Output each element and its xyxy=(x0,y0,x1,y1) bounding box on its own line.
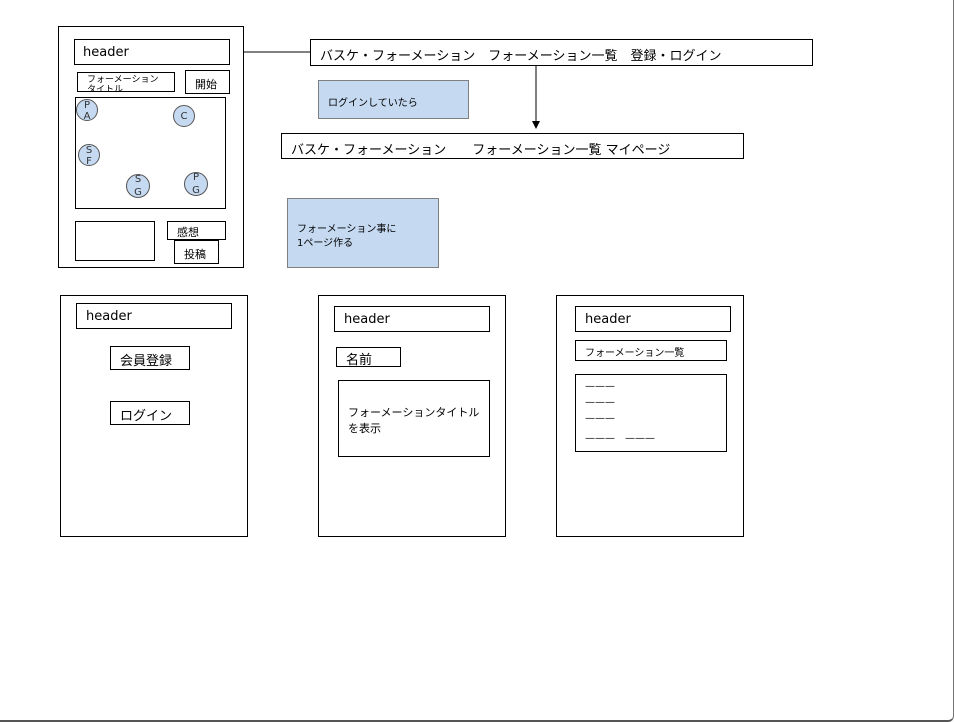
player-pa-label-1: P xyxy=(83,100,91,111)
register-button-label: 会員登録 xyxy=(120,354,173,369)
player-pa[interactable]: P A xyxy=(76,99,98,122)
post-button[interactable]: 投稿 xyxy=(174,240,219,264)
post-button-label: 投稿 xyxy=(184,248,206,261)
player-sg-label-1: S xyxy=(134,174,142,185)
impression-label: 感想 xyxy=(167,221,226,240)
note-per-formation-line2: 1ページ作る xyxy=(297,238,354,249)
player-sg[interactable]: S G xyxy=(126,174,150,198)
mypage-titles-box: フォーメーションタイトル を表示 xyxy=(338,380,490,457)
nav-bar-top-text: バスケ・フォーメーション フォーメーション一覧 登録・ログイン xyxy=(320,49,722,64)
auth-header: header xyxy=(76,303,232,329)
list-item[interactable]: ——— ——— xyxy=(585,433,655,444)
player-pa-label-2: A xyxy=(83,111,91,122)
detail-title-line2: タイトル xyxy=(87,85,124,92)
list-title-text: フォーメーション一覧 xyxy=(585,348,685,359)
name-label-text: 名前 xyxy=(346,353,373,368)
note-logged-in: ログインしていたら xyxy=(318,80,469,119)
note-per-formation: フォーメーション事に 1ページ作る xyxy=(287,198,439,268)
detail-title-label: フォーメーション タイトル xyxy=(77,72,175,92)
impression-label-text: 感想 xyxy=(177,226,199,239)
list-header: header xyxy=(575,306,731,332)
court-area xyxy=(75,97,226,209)
comment-input[interactable] xyxy=(75,221,155,261)
login-button[interactable]: ログイン xyxy=(110,401,190,425)
list-header-text: header xyxy=(585,312,631,327)
formation-list: ——— ——— ——— ——— ——— xyxy=(575,374,727,452)
list-title-label: フォーメーション一覧 xyxy=(575,340,727,361)
player-pg[interactable]: P G xyxy=(184,172,208,196)
nav-bar-loggedin: バスケ・フォーメーション フォーメーション一覧 マイページ xyxy=(281,133,744,159)
start-button-label: 開始 xyxy=(195,78,217,91)
list-item[interactable]: ——— xyxy=(585,413,615,424)
nav-bar-loggedin-text: バスケ・フォーメーション フォーメーション一覧 マイページ xyxy=(291,143,671,158)
player-sf-label-1: S xyxy=(85,145,93,156)
nav-bar-top: バスケ・フォーメーション フォーメーション一覧 登録・ログイン xyxy=(310,39,813,66)
detail-header: header xyxy=(74,39,230,65)
mypage-titles-line2: を表示 xyxy=(348,422,381,435)
mypage-header-text: header xyxy=(344,312,390,327)
login-button-label: ログイン xyxy=(120,409,173,424)
player-sg-label-2: G xyxy=(134,187,142,198)
register-button[interactable]: 会員登録 xyxy=(110,346,190,370)
player-pg-label-2: G xyxy=(192,185,200,196)
mypage-header: header xyxy=(334,306,490,332)
auth-header-text: header xyxy=(86,309,132,324)
start-button[interactable]: 開始 xyxy=(185,70,230,94)
note-logged-in-text: ログインしていたら xyxy=(328,98,418,109)
detail-title-line1: フォーメーション xyxy=(87,75,159,85)
note-per-formation-line1: フォーメーション事に xyxy=(297,224,397,235)
list-item[interactable]: ——— xyxy=(585,381,615,392)
list-item[interactable]: ——— xyxy=(585,397,615,408)
detail-header-text: header xyxy=(83,45,129,60)
player-c-label-1: C xyxy=(180,111,188,122)
mypage-titles-line1: フォーメーションタイトル xyxy=(348,406,480,419)
player-sf[interactable]: S F xyxy=(78,144,100,167)
player-pg-label-1: P xyxy=(192,172,200,183)
name-label: 名前 xyxy=(336,347,401,368)
player-sf-label-2: F xyxy=(86,156,92,167)
player-c[interactable]: C xyxy=(173,105,195,127)
